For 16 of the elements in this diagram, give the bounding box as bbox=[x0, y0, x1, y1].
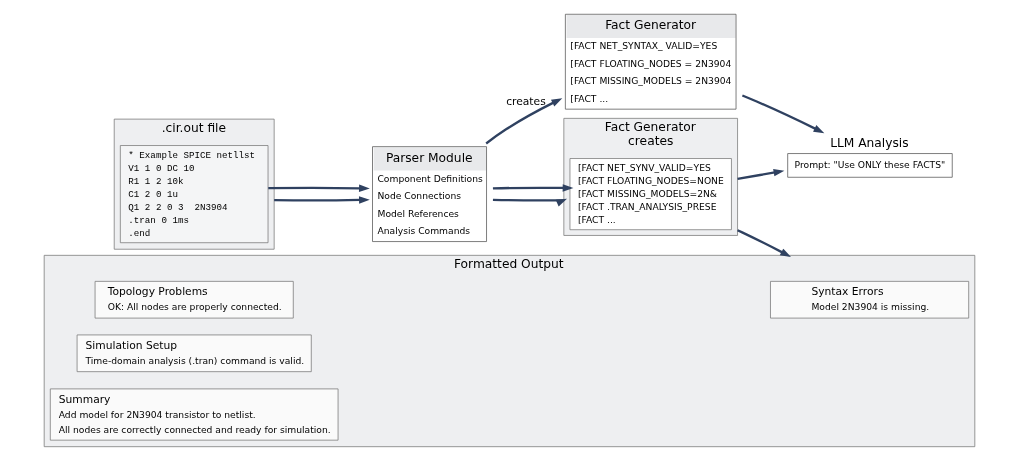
node-box: Syntax Errors Model 2N3904 is missing. bbox=[770, 280, 970, 319]
arrow bbox=[268, 184, 370, 193]
node-label: LLM Analysis bbox=[830, 136, 909, 151]
node-box: Summary Add model for 2N3904 transistor to netlist. All nodes are correctly connected and ready for simulation. bbox=[49, 388, 339, 441]
node-box: Topology Problems OK: All nodes are properly connected. bbox=[94, 280, 294, 319]
arrow bbox=[492, 198, 568, 207]
node-box: * Example SPICE netllst V1 1 0 DC 10 R1 1 2 10k C1 2 0 1u Q1 2 2 0 3 2N3904 .tran 0 1ms .end bbox=[119, 145, 269, 244]
node-box: [FACT NET_SYNV_VALID=YES [FACT FLOATING_NODES=NONE [FACT MISSING_MODELS=2N& [FACT .TRAN_ANALYSIS_PRESE [FACT ... bbox=[569, 158, 732, 231]
arrow bbox=[737, 229, 791, 257]
arrow bbox=[274, 196, 370, 204]
arrow bbox=[485, 98, 563, 145]
arrow bbox=[741, 94, 825, 134]
arrow bbox=[492, 184, 574, 192]
arrow bbox=[737, 168, 785, 181]
node-box: Simulation Setup Time-domain analysis (.tran) command is valid. bbox=[76, 334, 312, 373]
edge-label: creates bbox=[506, 94, 546, 108]
